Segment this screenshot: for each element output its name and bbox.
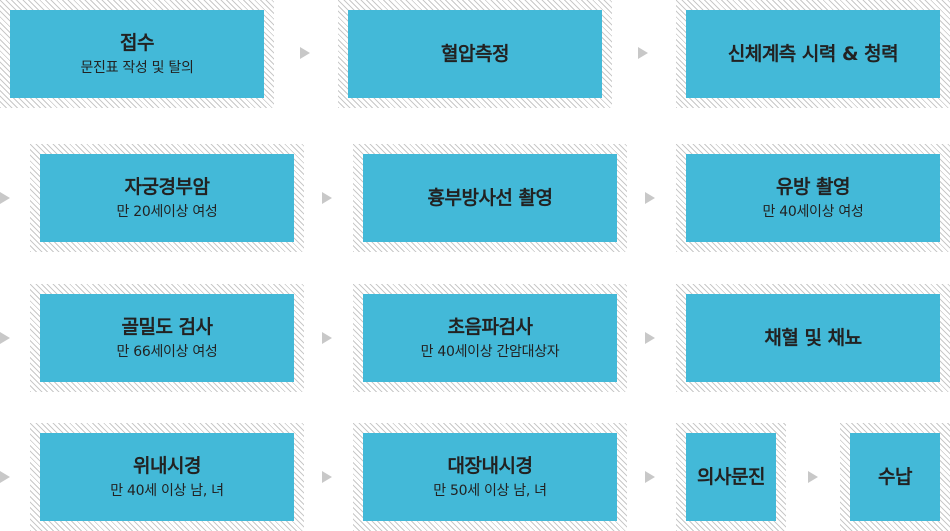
step-title: 대장내시경 xyxy=(447,454,533,477)
step-title: 의사문진 xyxy=(697,466,765,488)
step-title: 골밀도 검사 xyxy=(121,315,213,338)
step-title: 수납 xyxy=(878,466,912,488)
arrow-right-icon xyxy=(300,47,310,59)
step-payment: 수납 xyxy=(840,423,950,531)
step-title: 위내시경 xyxy=(133,454,201,477)
step-reception: 접수 문진표 작성 및 탈의 xyxy=(0,0,274,108)
step-mammography: 유방 촬영 만 40세이상 여성 xyxy=(676,144,950,252)
step-subtitle: 만 66세이상 여성 xyxy=(116,343,218,360)
arrow-right-icon xyxy=(638,47,648,59)
arrow-right-icon xyxy=(645,192,655,204)
arrow-right-icon xyxy=(322,471,332,483)
step-title: 신체계측 시력 & 청력 xyxy=(727,43,899,65)
arrow-right-icon xyxy=(322,192,332,204)
step-ultrasound: 초음파검사 만 40세이상 간암대상자 xyxy=(353,284,627,392)
step-title: 흉부방사선 촬영 xyxy=(427,187,553,209)
step-colonoscopy: 대장내시경 만 50세 이상 남, 녀 xyxy=(353,423,627,531)
arrow-right-icon xyxy=(645,332,655,344)
step-title: 초음파검사 xyxy=(447,315,533,338)
step-subtitle: 만 20세이상 여성 xyxy=(116,203,218,220)
step-blood-pressure: 혈압측정 xyxy=(338,0,612,108)
step-title: 채혈 및 채뇨 xyxy=(764,327,862,349)
arrow-right-icon xyxy=(808,471,818,483)
arrow-right-icon xyxy=(0,471,10,483)
step-subtitle: 문진표 작성 및 탈의 xyxy=(80,59,194,76)
arrow-right-icon xyxy=(645,471,655,483)
step-subtitle: 만 40세 이상 남, 녀 xyxy=(110,482,224,499)
step-title: 혈압측정 xyxy=(441,43,509,65)
step-title: 접수 xyxy=(120,31,154,54)
step-subtitle: 만 40세이상 간암대상자 xyxy=(420,343,560,360)
step-bone-density: 골밀도 검사 만 66세이상 여성 xyxy=(30,284,304,392)
step-cervical-cancer: 자궁경부암 만 20세이상 여성 xyxy=(30,144,304,252)
step-gastroscopy: 위내시경 만 40세 이상 남, 녀 xyxy=(30,423,304,531)
step-subtitle: 만 50세 이상 남, 녀 xyxy=(433,482,547,499)
arrow-right-icon xyxy=(0,192,10,204)
arrow-right-icon xyxy=(322,332,332,344)
step-subtitle: 만 40세이상 여성 xyxy=(762,203,864,220)
step-blood-urine: 채혈 및 채뇨 xyxy=(676,284,950,392)
step-chest-xray: 흉부방사선 촬영 xyxy=(353,144,627,252)
step-title: 자궁경부암 xyxy=(124,175,210,198)
step-doctor-consultation: 의사문진 xyxy=(676,423,786,531)
step-body-measurement: 신체계측 시력 & 청력 xyxy=(676,0,950,108)
arrow-right-icon xyxy=(0,332,10,344)
step-title: 유방 촬영 xyxy=(775,175,851,198)
